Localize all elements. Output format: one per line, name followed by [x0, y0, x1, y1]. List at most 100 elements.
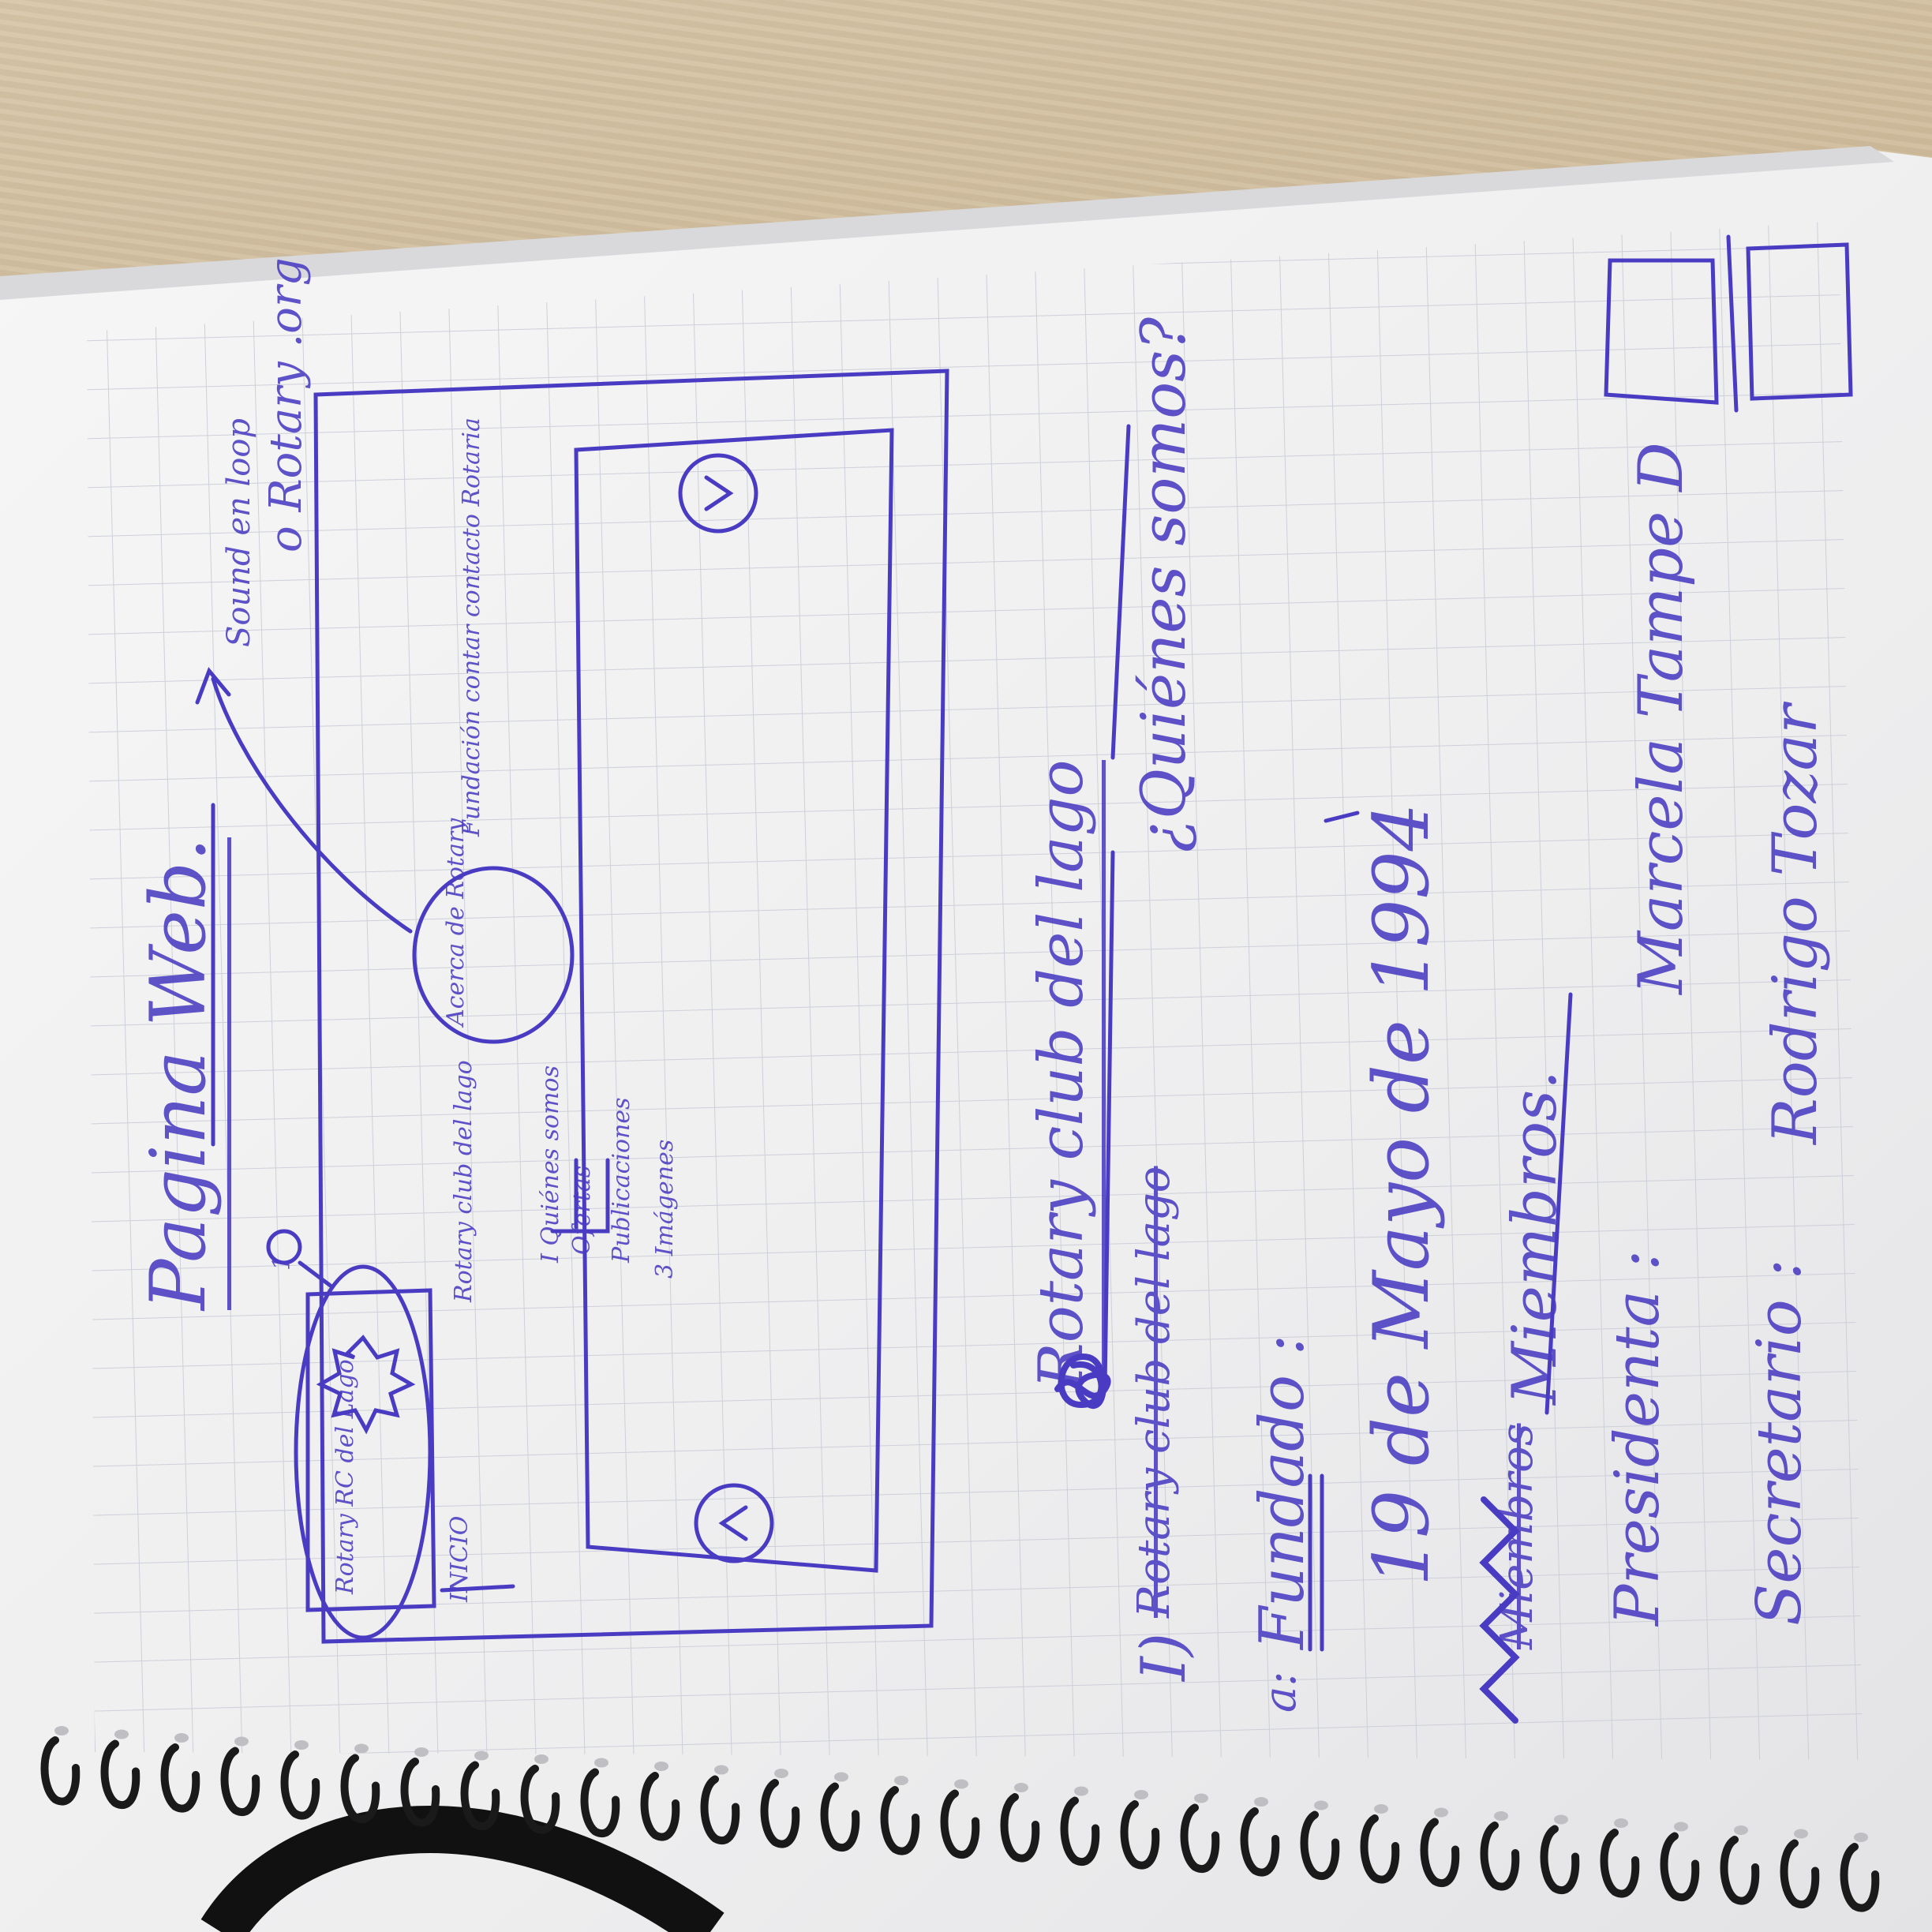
binding-coil: [280, 1750, 320, 1820]
binding-coil: [640, 1772, 680, 1841]
sketch-bubble-text: Acerca de Rotary: [442, 818, 470, 1026]
sketch-inner-frame: [574, 428, 894, 1573]
sketch-header-box: [305, 1288, 436, 1612]
binding-coil: [520, 1765, 560, 1834]
sketch-prev-circle: [694, 1483, 774, 1563]
sketch-menu-item-1: I Quiénes somos: [537, 1065, 564, 1263]
binding-coil: [1600, 1829, 1640, 1898]
notes-heading-struck: Rotary club del lago: [1129, 1166, 1180, 1618]
sketch-slider-marker: 1: [268, 1255, 296, 1271]
binding-hole: [1794, 1829, 1808, 1839]
binding-coil: [580, 1768, 620, 1837]
notes-miembros: Miembros.: [1500, 1070, 1571, 1405]
binding-coil: [940, 1789, 980, 1859]
binding-coil: [1000, 1793, 1040, 1863]
notes-question: ¿Quiénes somos?: [1129, 316, 1200, 852]
binding-hole: [1014, 1783, 1028, 1792]
binding-coil: [1540, 1825, 1580, 1894]
binding-hole: [114, 1729, 129, 1739]
binding-coil: [40, 1736, 80, 1806]
notes-presidenta-value: Marcela Tampe D: [1626, 442, 1697, 994]
sketch-marker-circle: [266, 1229, 302, 1265]
sketch-menu-item-3: Publicaciones: [608, 1097, 635, 1263]
notes-secretario-value: Rodrigo Tozar: [1760, 704, 1831, 1144]
binding-hole: [174, 1733, 189, 1743]
spiral-binding: [40, 1726, 1880, 1912]
binding-coil: [760, 1779, 800, 1848]
binding-hole: [354, 1743, 369, 1754]
binding-hole: [534, 1754, 549, 1764]
binding-coil: [460, 1761, 500, 1830]
binding-coil: [1360, 1814, 1400, 1884]
binding-hole: [474, 1750, 489, 1761]
binding-coil: [1660, 1832, 1700, 1901]
binding-coil: [1060, 1796, 1100, 1866]
binding-coil: [400, 1758, 440, 1827]
sketch-bubble-note: Fundación contar contacto Rotaria: [458, 417, 485, 837]
notes-fundado-label: Fundado :: [1247, 1335, 1318, 1649]
sketch-bubble-ellipse: [412, 866, 575, 1044]
binding-coil: [340, 1754, 380, 1823]
paper-edge-shadow: [0, 146, 1894, 300]
binding-coil: [1120, 1800, 1160, 1870]
sketch-menu-extra: 3 Imágenes: [651, 1139, 679, 1279]
binding-hole: [1194, 1793, 1208, 1803]
binding-hole: [1674, 1822, 1688, 1832]
binding-hole: [834, 1772, 848, 1782]
ink-scribble-2: [1479, 1496, 1520, 1724]
binding-hole: [1434, 1807, 1448, 1818]
sketch-logo-ellipse: [294, 1264, 432, 1640]
annotation-sound: Sound en loop: [221, 417, 257, 647]
website-sketch: [195, 234, 1853, 1724]
notes-presidenta-label: Presidenta :: [1602, 1249, 1673, 1626]
binding-coil: [1240, 1807, 1280, 1877]
cable: [200, 1806, 724, 1932]
binding-hole: [654, 1762, 668, 1771]
notes-fundado-value: 19 de Mayo de 1994: [1357, 803, 1446, 1586]
binding-coil: [1480, 1822, 1520, 1891]
notes-sub-label: a:: [1255, 1671, 1306, 1713]
binding-coil: [1720, 1836, 1760, 1905]
binding-hole: [1614, 1818, 1628, 1828]
binding-hole: [954, 1779, 968, 1789]
binding-hole: [294, 1740, 309, 1750]
binding-hole: [414, 1747, 429, 1757]
binding-hole: [594, 1758, 608, 1768]
paper-grid: [87, 221, 1863, 1760]
notes-miembros-struck: Miembros: [1492, 1423, 1543, 1649]
ink-scribble: [1054, 1354, 1111, 1409]
binding-coil: [160, 1743, 200, 1813]
binding-coil: [880, 1786, 920, 1855]
binding-hole: [1314, 1800, 1328, 1810]
sketch-nav-club: Rotary club del lago: [450, 1060, 477, 1302]
binding-coil: [100, 1739, 140, 1809]
binding-hole: [894, 1776, 908, 1785]
binding-hole: [234, 1736, 249, 1747]
binding-hole: [1374, 1804, 1388, 1814]
notes-heading: Rotary club del lago: [1026, 759, 1106, 1389]
annotation-rotary-org: o Rotary .org: [260, 257, 312, 552]
sketch-logo-text: Rotary RC del Lago: [331, 1359, 359, 1594]
sketch-box-a: [1604, 258, 1719, 405]
sketch-arrow: [211, 676, 413, 934]
binding-coil: [700, 1775, 740, 1844]
binding-coil: [1180, 1803, 1220, 1873]
binding-hole: [1494, 1811, 1508, 1821]
binding-hole: [1554, 1814, 1568, 1825]
binding-hole: [54, 1726, 69, 1735]
page-title: Pagina Web.: [134, 837, 231, 1310]
binding-coil: [1300, 1810, 1340, 1880]
binding-coil: [820, 1782, 860, 1852]
binding-hole: [774, 1769, 788, 1778]
sketch-outer-frame: [313, 369, 949, 1644]
binding-hole: [1074, 1786, 1088, 1796]
sketch-inicio: INICIO: [446, 1515, 474, 1602]
binding-hole: [1254, 1797, 1268, 1807]
binding-coil: [1780, 1839, 1820, 1908]
notes-heading-num: I): [1129, 1632, 1200, 1681]
binding-hole: [714, 1765, 728, 1775]
notes-secretario-label: Secretario :: [1744, 1259, 1815, 1626]
sketch-menu-item-2: Ofertas: [568, 1165, 596, 1255]
